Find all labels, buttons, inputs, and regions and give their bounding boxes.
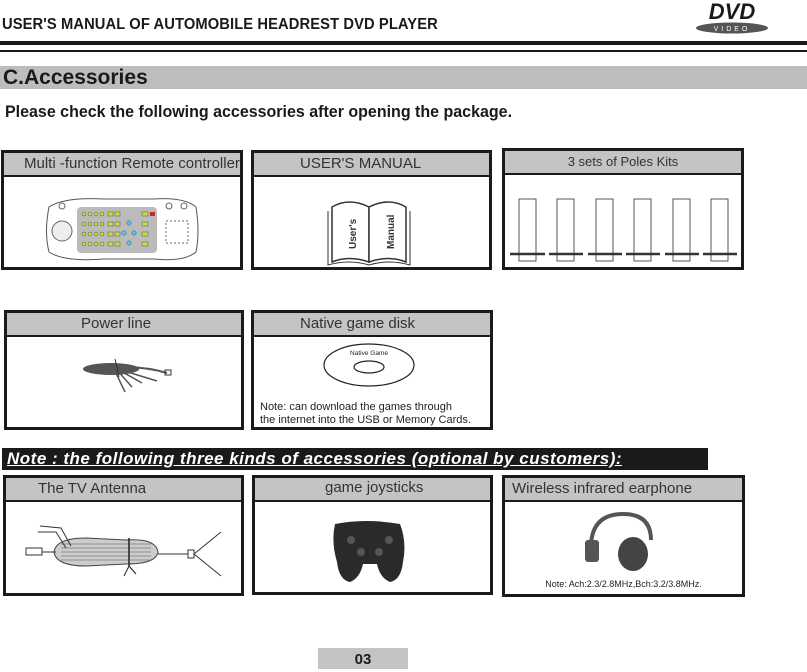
optional-note: Note : the following three kinds of acce…	[7, 449, 623, 468]
page-number: 03	[318, 648, 408, 669]
accessory-label: game joysticks	[255, 478, 490, 502]
dvd-video-logo: DVD VIDEO	[696, 0, 768, 34]
disk-note-line1: Note: can download the games through	[260, 401, 453, 413]
svg-text:User's: User's	[348, 218, 359, 249]
accessory-label: The TV Antenna	[6, 478, 241, 502]
svg-text:Native Game: Native Game	[350, 350, 388, 357]
book-icon: User's Manual	[327, 201, 411, 266]
intro-text: Please check the following accessories a…	[5, 103, 513, 121]
antenna-icon	[25, 525, 222, 577]
accessory-label: USER'S MANUAL	[254, 153, 489, 177]
disk-note-line2: the internet into the USB or Memory Card…	[260, 414, 471, 426]
optional-note-bar	[2, 448, 708, 470]
accessory-poles-kits: 3 sets of Poles Kits	[502, 148, 744, 270]
poles-icon	[510, 198, 737, 262]
section-title-bar	[0, 66, 807, 89]
accessory-wireless-earphone: Wireless infrared earphone Note: Ach:2.3…	[502, 475, 745, 597]
accessory-user-manual: USER'S MANUAL User's Manual	[251, 150, 492, 270]
manual-title: USER'S MANUAL OF AUTOMOBILE HEADREST DVD…	[2, 16, 438, 33]
headphones-icon	[585, 511, 653, 571]
gamepad-icon	[333, 521, 405, 582]
accessory-remote-controller: Multi -function Remote controller	[1, 150, 243, 270]
remote-control-icon	[46, 198, 199, 261]
svg-text:VIDEO: VIDEO	[714, 26, 751, 33]
accessory-label: Power line	[7, 313, 241, 337]
accessory-label: Multi -function Remote controller	[4, 153, 240, 177]
accessory-label: 3 sets of Poles Kits	[505, 151, 741, 175]
disc-icon: Native Game	[323, 343, 415, 387]
svg-text:Manual: Manual	[386, 214, 397, 249]
accessory-label: Wireless infrared earphone	[505, 478, 742, 502]
accessory-tv-antenna: The TV Antenna	[3, 475, 244, 596]
accessory-game-joysticks: game joysticks	[252, 475, 493, 595]
accessory-label: Native game disk	[254, 313, 490, 337]
svg-text:DVD: DVD	[709, 0, 756, 24]
section-title: C.Accessories	[3, 66, 148, 89]
power-cable-icon	[83, 358, 172, 393]
header-rule-thin	[0, 50, 807, 52]
header-rule-thick	[0, 41, 807, 45]
accessory-game-disk: Native game disk Native Game Note: can d…	[251, 310, 493, 430]
earphone-note: Note: Ach:2.3/2.8MHz,Bch:3.2/3.8MHz.	[545, 579, 702, 589]
accessory-power-line: Power line	[4, 310, 244, 430]
